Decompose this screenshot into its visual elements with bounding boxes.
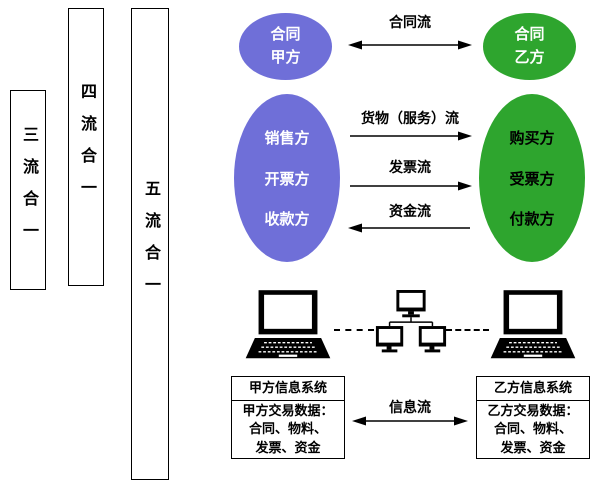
seller-role: 销售方	[264, 130, 310, 148]
buyer-ellipse: 购买方 受票方 付款方	[479, 94, 585, 262]
bar-four-flows-label: 四流合一	[78, 83, 95, 211]
funds-flow-arrow	[348, 223, 470, 233]
bar-four-flows: 四流合一	[68, 8, 104, 286]
invoice-flow-arrow	[350, 181, 472, 191]
contract-party-a-circle: 合同 甲方	[239, 13, 332, 80]
info-flow-label: 信息流	[389, 399, 431, 415]
bar-five-flows: 五流合一	[131, 8, 169, 480]
goods-flow-label: 货物（服务）流	[361, 110, 459, 126]
system-a-data-box: 甲方交易数据： 合同、物料、 发票、资金	[231, 400, 345, 459]
network-link-line	[446, 329, 489, 331]
contract-flow-arrow	[348, 40, 472, 50]
seller-role: 收款方	[264, 210, 310, 228]
info-flow-arrow	[352, 416, 468, 426]
buyer-role: 受票方	[509, 170, 555, 188]
laptop-icon	[490, 290, 576, 359]
bar-five-flows-label: 五流合一	[142, 180, 159, 308]
buyer-role: 付款方	[509, 210, 555, 228]
bar-three-flows: 三流合一	[10, 90, 46, 290]
network-link-line	[334, 329, 374, 331]
funds-flow-label: 资金流	[389, 203, 431, 219]
system-b-title-box: 乙方信息系统	[476, 376, 590, 401]
goods-flow-arrow	[350, 131, 472, 141]
contract-flow-label: 合同流	[389, 14, 431, 30]
contract-party-b-circle: 合同 乙方	[483, 13, 576, 80]
network-icon	[375, 290, 447, 353]
system-a-title-box: 甲方信息系统	[231, 376, 345, 401]
bar-three-flows-label: 三流合一	[20, 126, 37, 254]
laptop-icon	[245, 290, 331, 359]
invoice-flow-label: 发票流	[389, 159, 431, 175]
seller-ellipse: 销售方 开票方 收款方	[234, 94, 340, 262]
seller-role: 开票方	[264, 170, 310, 188]
system-b-data-box: 乙方交易数据： 合同、物料、 发票、资金	[476, 400, 590, 459]
buyer-role: 购买方	[509, 130, 555, 148]
